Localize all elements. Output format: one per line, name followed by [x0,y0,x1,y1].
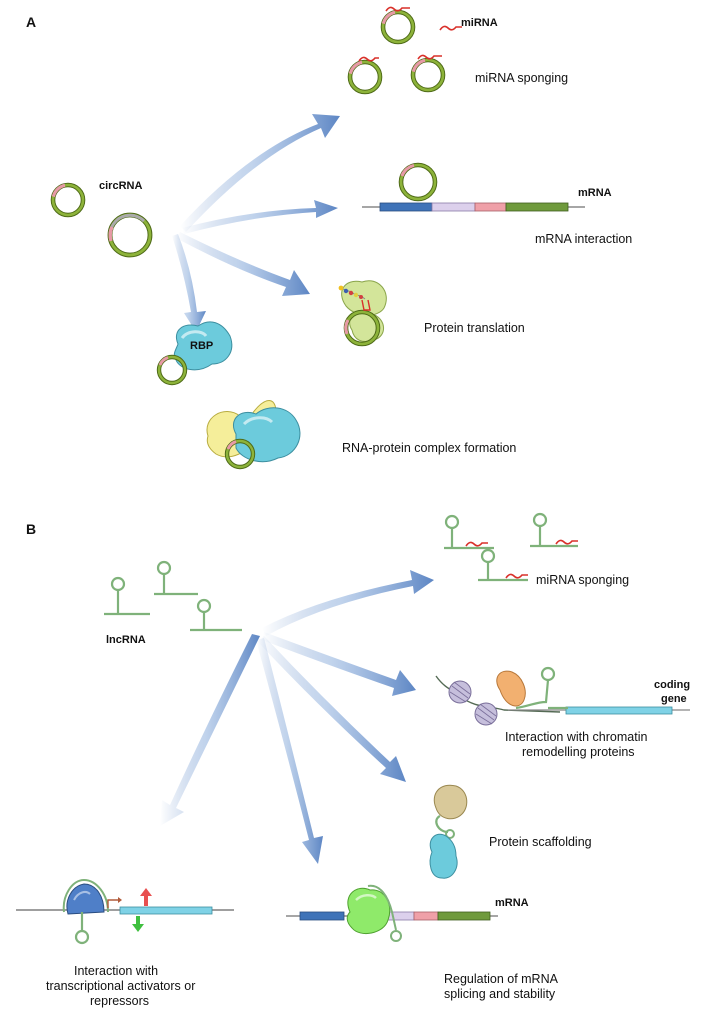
mrna-label-a: mRNA [578,187,612,199]
coding-gene-label-line2: gene [661,693,687,705]
chromatin-label-line1: Interaction with chromatin [505,730,648,744]
circrna-large-icon [107,212,153,258]
protein-translation-label: Protein translation [424,321,525,335]
mirna-sponging-label-b: miRNA sponging [536,573,630,587]
arrow-a-translation [176,232,310,296]
transcriptional-label-line1: Interaction with [74,964,159,978]
rbp-label: RBP [190,340,214,352]
chromatin-label-line2: remodelling proteins [522,745,635,759]
mirna-sponging-label-a: miRNA sponging [475,71,569,85]
nucleosome-2 [474,702,498,726]
splicing-label-line2: splicing and stability [444,987,556,1001]
circrna-label: circRNA [99,180,143,192]
down-arrow-icon [132,916,144,932]
coding-gene-label-line1: coding [654,679,691,691]
transcriptional-label-line2: transcriptional activators or [46,979,196,993]
lncrna-sponges [444,512,579,582]
arrow-b-mirna [262,570,434,636]
mirna-free-icon [439,25,463,31]
splicing-label-line1: Regulation of mRNA [444,972,558,986]
rna-protein-complex-graphic [206,400,301,470]
panel-a-arrows [172,114,340,332]
circrna-sponge-top [383,6,413,42]
transcriptional-label-line3: repressors [90,994,150,1008]
arrow-a-rbp [172,234,206,332]
nucleosome-1 [448,680,472,704]
rbp-graphic [156,321,233,386]
transcription-graphic [16,878,234,945]
arrow-b-splicing [256,638,323,864]
mirna-label-a: miRNA [461,17,498,29]
panel-b-letter: B [26,521,37,537]
lncrna-icons [104,560,242,632]
arrow-a-mirna [180,114,340,232]
arrow-b-transcription [160,634,260,826]
arrow-b-scaffolding [258,636,406,782]
splicing-graphic [286,884,498,942]
rna-protein-complex-label: RNA-protein complex formation [342,441,517,455]
protein-scaffolding-label: Protein scaffolding [489,835,592,849]
arrow-b-chromatin [262,632,416,696]
panel-b-arrows [160,570,434,864]
arrow-a-mrna [182,200,338,234]
circrna-small-icon [53,185,83,215]
mrna-interaction-graphic [362,162,585,212]
lncrna-label: lncRNA [106,634,146,646]
chromatin-graphic [435,666,690,726]
scaffolding-graphic [429,784,468,879]
circrna-sponge-right [413,54,443,90]
protein-translation-graphic [338,280,387,347]
orange-protein [496,670,526,707]
mrna-interaction-label: mRNA interaction [535,232,633,246]
circrna-sponge-left [350,56,380,92]
mrna-label-b: mRNA [495,897,529,909]
panel-a-letter: A [26,14,37,30]
up-arrow-icon [140,888,152,906]
